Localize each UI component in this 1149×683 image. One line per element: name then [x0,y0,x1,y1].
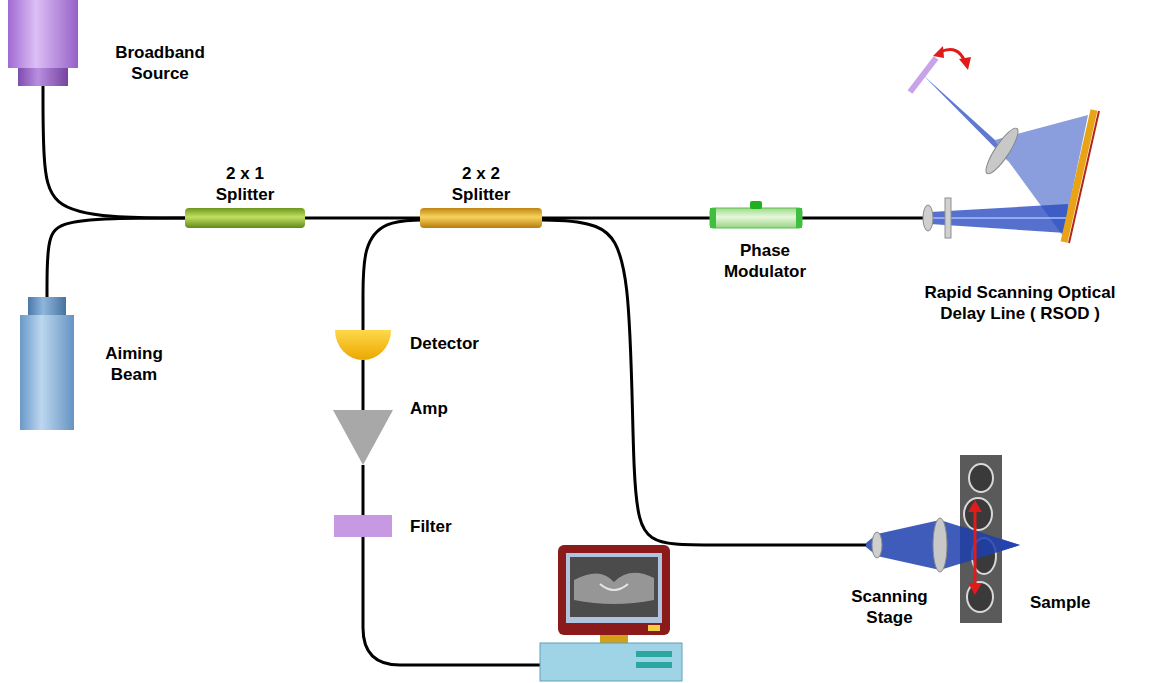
arrow-head [968,500,982,512]
aiming-laser-shape [20,297,74,430]
optical-fiber [362,360,365,410]
source-body [8,0,78,68]
lens [981,125,1022,178]
modulator-end [710,208,716,228]
component-label: 2 x 2 Splitter [441,163,521,205]
optical-fiber [542,217,710,220]
scan-arrow [974,508,977,587]
beam-highlight [932,217,1066,219]
delay-line-shape [898,40,1116,267]
component-label: Phase Modulator [715,240,815,282]
light-source: Broadband Source [8,0,78,86]
monitor-screen [570,557,658,617]
filter-body [334,515,392,537]
optical-fiber [43,86,185,218]
arrow-head [968,583,982,595]
component-label: Detector [410,333,466,354]
lens [923,205,933,231]
source-cap [18,68,68,86]
light-source-shape [8,0,78,86]
coupler-body [420,208,542,228]
delay-line: Rapid Scanning Optical Delay Line ( RSOD… [898,40,1116,267]
scanning-stage-shape [866,515,956,575]
arrow-head [933,46,944,58]
fiber-stub [898,217,923,220]
scanning-stage: Scanning Stage [866,515,956,575]
computer-base [540,643,682,681]
modulator-end [796,208,802,228]
lens [933,518,947,572]
fiber-splitter-shape [185,208,305,228]
component-label: Rapid Scanning Optical Delay Line ( RSOD… [910,282,1130,324]
grating-plate [945,198,951,238]
mirror [1064,110,1094,242]
detector-body [335,330,391,360]
optical-fiber [362,465,365,515]
amplifier: Amp [333,410,393,465]
component-label: Broadband Source [105,42,215,84]
sample-shape [960,455,1002,623]
splitter-body [185,208,305,228]
monitor-button [648,625,660,631]
fiber-splitter: 2 x 1 Splitter [185,208,305,228]
monitor-frame [558,545,670,635]
laser-cap [28,297,66,315]
oct-image-detail [600,584,628,590]
modulator-body [710,208,802,228]
lens [872,532,882,558]
optical-fiber [363,220,420,330]
component-label: Filter [410,516,468,537]
fiber-coupler: 2 x 2 Splitter [420,208,542,228]
oct-image [574,573,654,604]
scanning-mirror [910,58,936,92]
phase-modulator-shape [710,200,802,230]
photodetector: Detector [335,330,391,360]
component-label: Aiming Beam [98,343,170,385]
optical-fiber [802,217,898,220]
component-label: 2 x 1 Splitter [205,163,285,205]
arrow-head [959,57,971,70]
modulator-knob [750,201,762,209]
component-label: Sample [1030,592,1072,613]
mirror-edge [1069,111,1099,243]
filter-shape [334,515,392,537]
light-beam [877,520,940,570]
laser-body [20,315,74,430]
tissue-cell [969,464,993,492]
tissue-cell [967,582,993,612]
amplifier-symbol [333,410,393,465]
aiming-laser: Aiming Beam [20,297,74,430]
sample: Sample [960,455,1002,623]
photodetector-shape [335,330,391,360]
filter: Filter [334,515,392,537]
monitor-bezel [566,553,662,623]
fiber-coupler-shape [420,208,542,228]
signal-cable [363,537,542,665]
optical-fiber [305,217,420,220]
light-beam [960,526,1020,564]
drive-slot [636,651,672,657]
optical-fiber [542,220,866,545]
optical-fiber [47,218,185,297]
monitor-stand [600,635,628,643]
amplifier-shape [333,410,393,465]
phase-modulator: Phase Modulator [710,200,802,230]
tissue-cell [964,498,992,530]
component-label: Scanning Stage [842,586,937,628]
component-label: Amp [410,398,470,419]
drive-slot [636,662,672,668]
